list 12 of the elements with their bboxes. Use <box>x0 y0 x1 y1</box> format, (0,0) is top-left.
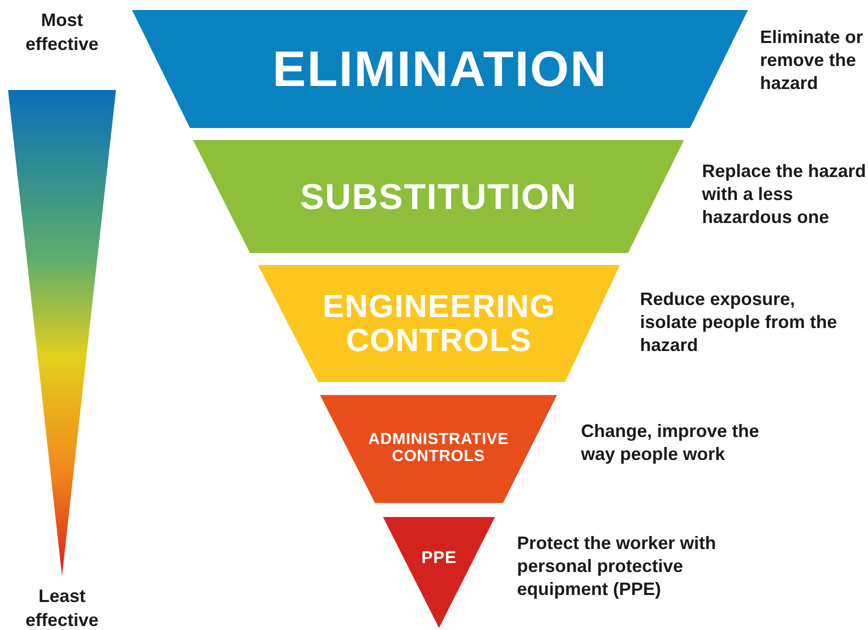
band-title: ENGINEERING CONTROLS <box>322 290 556 358</box>
effectiveness-label: Least effective <box>24 585 100 630</box>
band-description: Reduce exposure, isolate people from the hazard <box>640 288 838 357</box>
effectiveness-label: Most effective <box>24 9 100 56</box>
band-description: Change, improve the way people work <box>581 420 760 466</box>
band-title: ADMINISTRATIVE CONTROLS <box>367 432 510 466</box>
band-description: Eliminate or remove the hazard <box>760 26 864 95</box>
band-title: ELIMINATION <box>271 42 608 96</box>
band-title: PPE <box>420 548 458 566</box>
band-title: SUBSTITUTION <box>299 178 578 216</box>
band-description: Replace the hazard with a less hazardous one <box>702 160 868 229</box>
band-description: Protect the worker with personal protective equipment (PPE) <box>517 532 718 601</box>
